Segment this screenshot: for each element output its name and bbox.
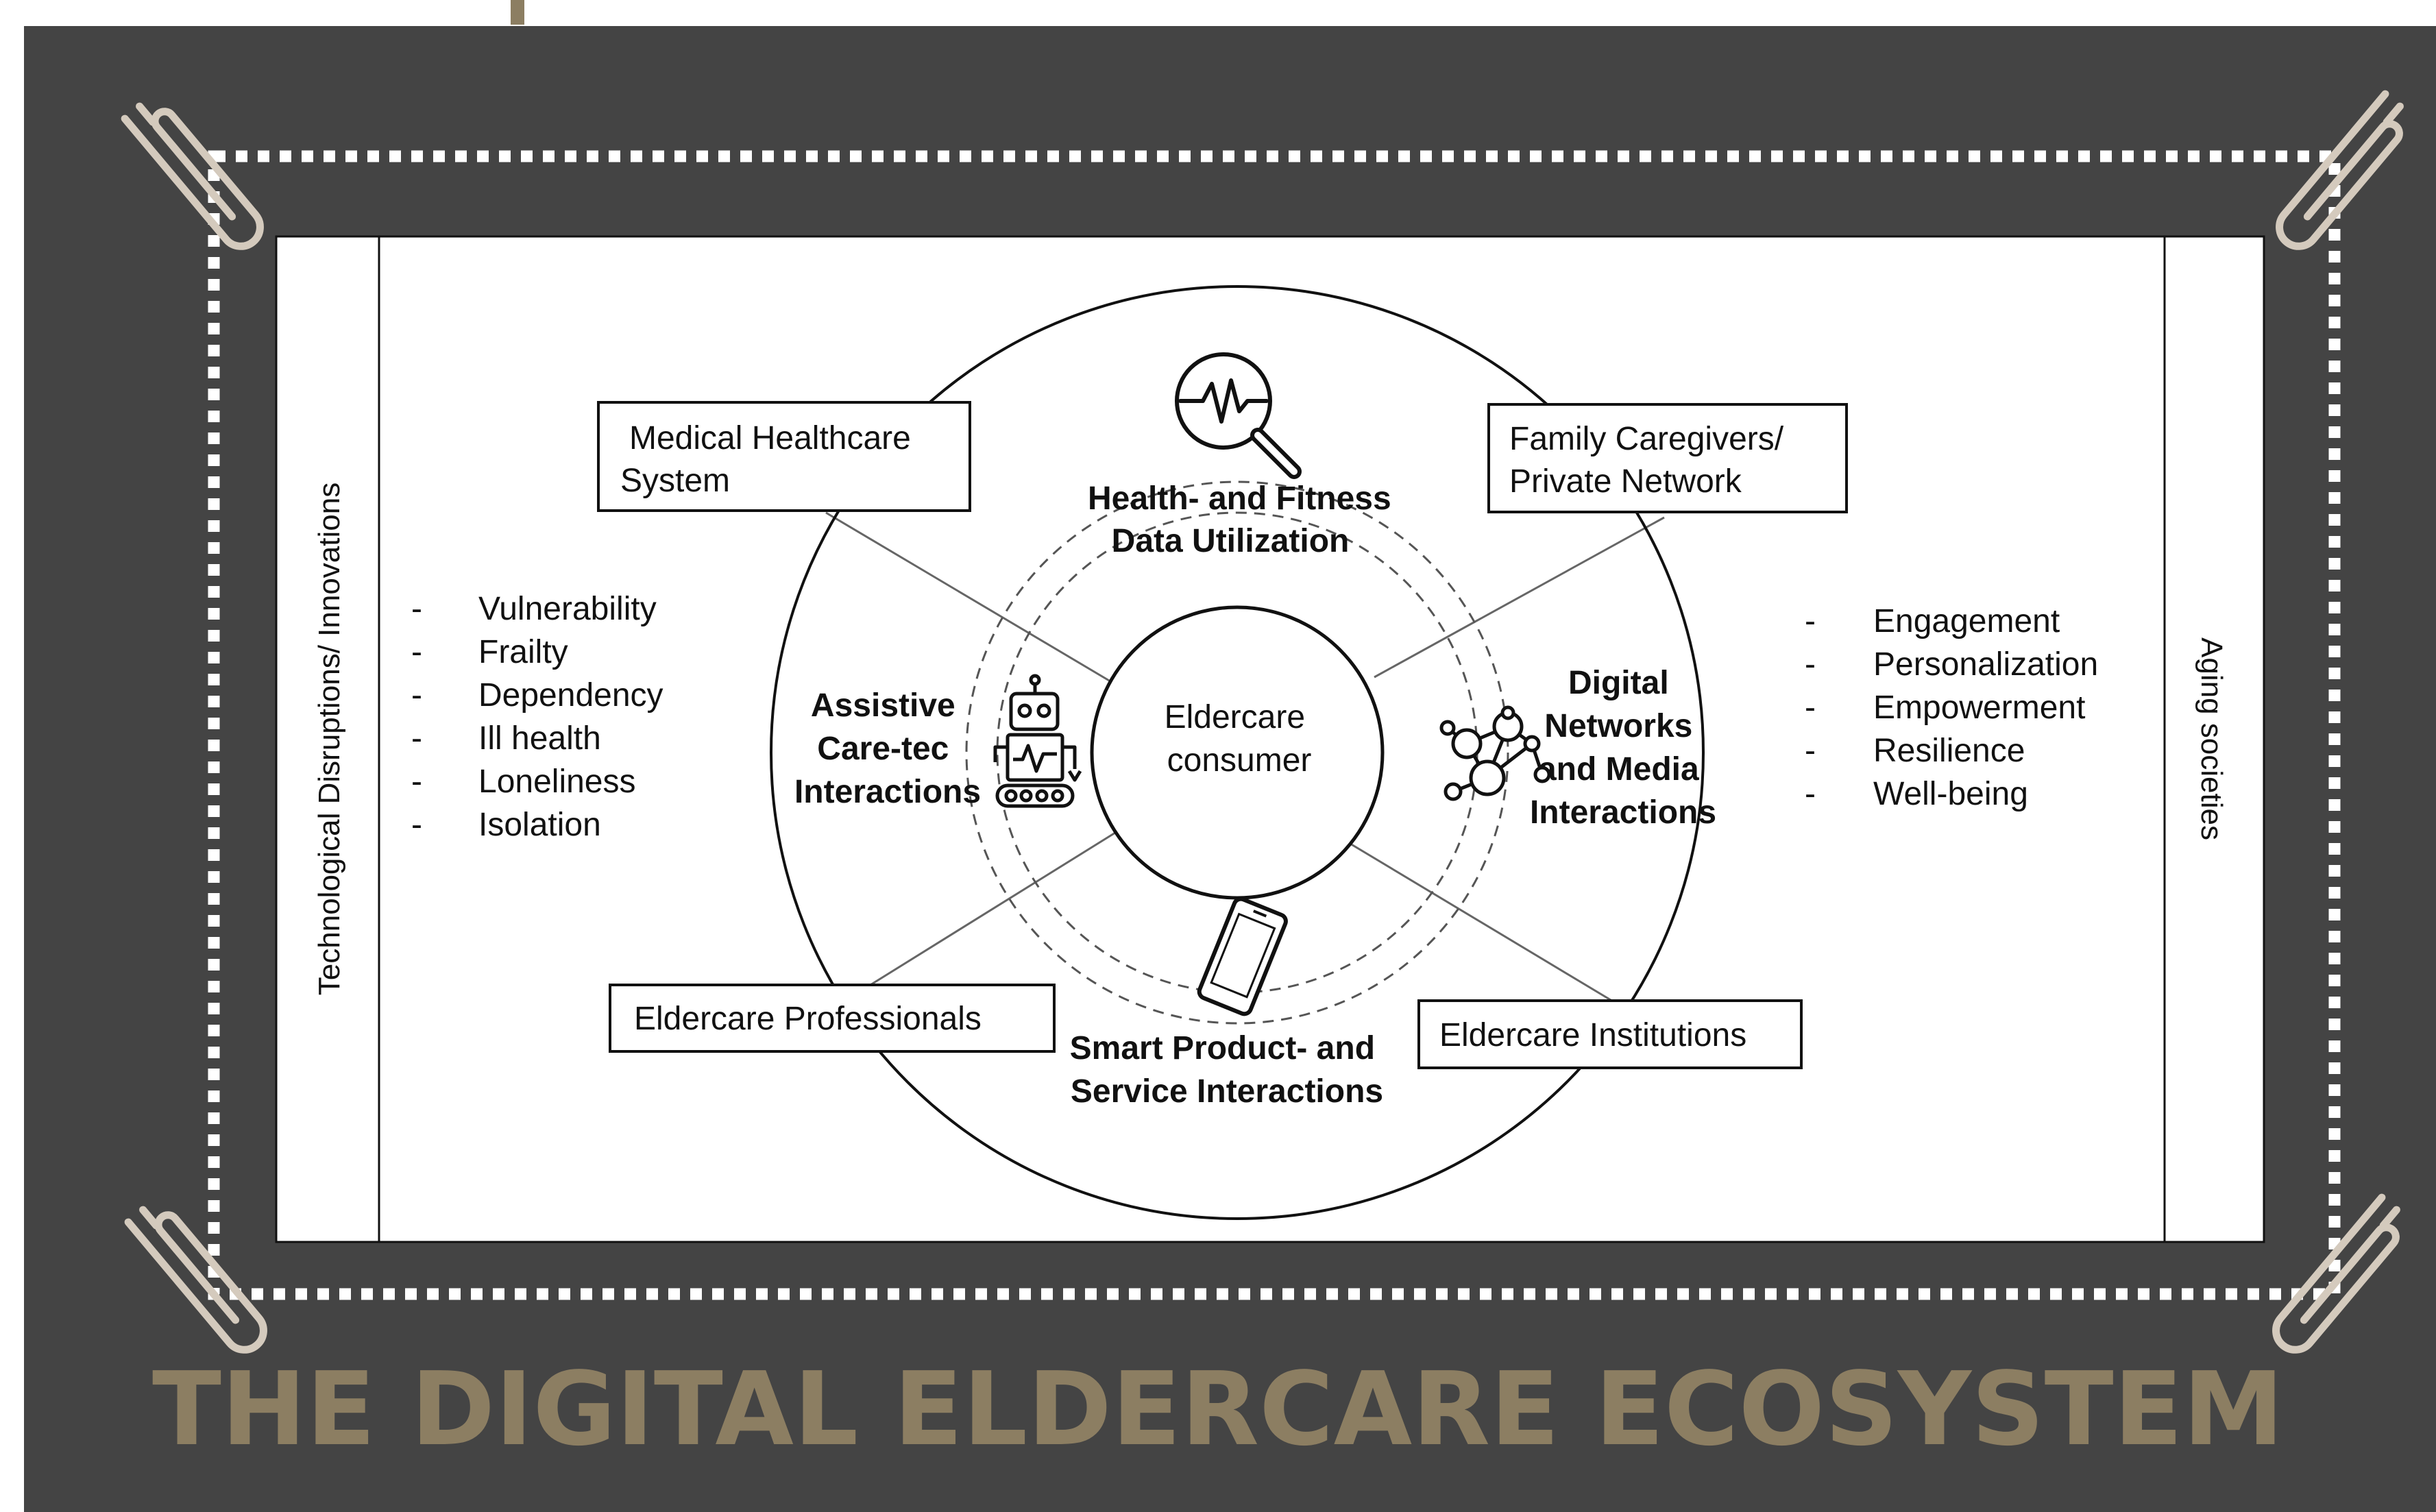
outcomes-list: - Engagement - Personalization - Empower…	[1805, 603, 2098, 812]
challenges-list: - Vulnerability - Frailty - Dependency -…	[411, 591, 663, 843]
svg-text:-: -	[1805, 646, 1816, 683]
svg-text:-: -	[1805, 603, 1816, 639]
list-item: Frailty	[478, 634, 568, 670]
list-item: Resilience	[1873, 733, 2025, 769]
network-icon	[1439, 705, 1551, 801]
smartphone-icon	[1197, 897, 1288, 1016]
outer-ring	[770, 285, 1705, 1220]
connector-lines	[825, 511, 1665, 1003]
svg-text:-: -	[1805, 776, 1816, 812]
health-monitor-icon	[1175, 352, 1302, 479]
svg-text:-: -	[1805, 733, 1816, 769]
list-item: Isolation	[478, 807, 601, 843]
label-assistive: Assistive Care-tec Interactions	[794, 687, 981, 810]
top-strip	[0, 0, 2436, 26]
accent-tick	[511, 0, 524, 25]
svg-text:-: -	[411, 591, 422, 627]
svg-text:-: -	[411, 634, 422, 670]
right-side-label: Aging societies	[2195, 637, 2228, 840]
svg-text:Medical Healthcare Syste: Medical Healthcare System	[620, 420, 920, 499]
svg-text:-: -	[411, 720, 422, 757]
label-health-fitness: Health- and Fitness Data Utilization	[1088, 480, 1400, 559]
center-label: Eldercare consumer	[1165, 699, 1315, 779]
box-family-caregivers: Family Caregivers/ Private Network	[1487, 403, 1848, 513]
svg-text:Family Caregivers/ Priva: Family Caregivers/ Private Network	[1509, 421, 1792, 500]
connector-institutions	[1346, 840, 1615, 1003]
connector-professionals	[866, 828, 1121, 988]
inner-dashed-ring-outer	[965, 480, 1509, 1025]
list-item: Well-being	[1873, 776, 2028, 812]
robot-icon	[993, 674, 1082, 808]
box-eldercare-institutions: Eldercare Institutions	[1417, 999, 1803, 1069]
label-smart-product: Smart Product- and Service Interactions	[1070, 1030, 1385, 1110]
list-item: Personalization	[1873, 646, 2098, 683]
dotted-frame	[208, 150, 2341, 1300]
list-item: Vulnerability	[478, 591, 657, 627]
list-item: Empowerment	[1873, 690, 2085, 726]
svg-text:-: -	[411, 807, 422, 843]
list-item: Loneliness	[478, 764, 636, 800]
list-item: Engagement	[1873, 603, 2060, 639]
list-item: Dependency	[478, 677, 663, 714]
left-side-label: Technological Disruptions/ Innovations	[313, 483, 346, 995]
list-item: Ill health	[478, 720, 601, 757]
svg-text:-: -	[411, 677, 422, 714]
page-title: THE DIGITAL ELDERCARE ECOSYSTEM	[152, 1350, 2284, 1468]
connector-medical	[825, 511, 1118, 687]
svg-text:-: -	[1805, 690, 1816, 726]
svg-text:-: -	[411, 764, 422, 800]
box-medical-healthcare: Medical Healthcare System	[597, 401, 971, 512]
box-eldercare-professionals: Eldercare Professionals	[609, 984, 1056, 1053]
svg-text:Eldercare Institutions: Eldercare Institutions	[1439, 1017, 1746, 1053]
label-digital-networks: Digital Networks and Media Interactions	[1530, 665, 1716, 831]
svg-text:Eldercare Professionals: Eldercare Professionals	[634, 1001, 982, 1037]
connector-family	[1374, 516, 1665, 679]
